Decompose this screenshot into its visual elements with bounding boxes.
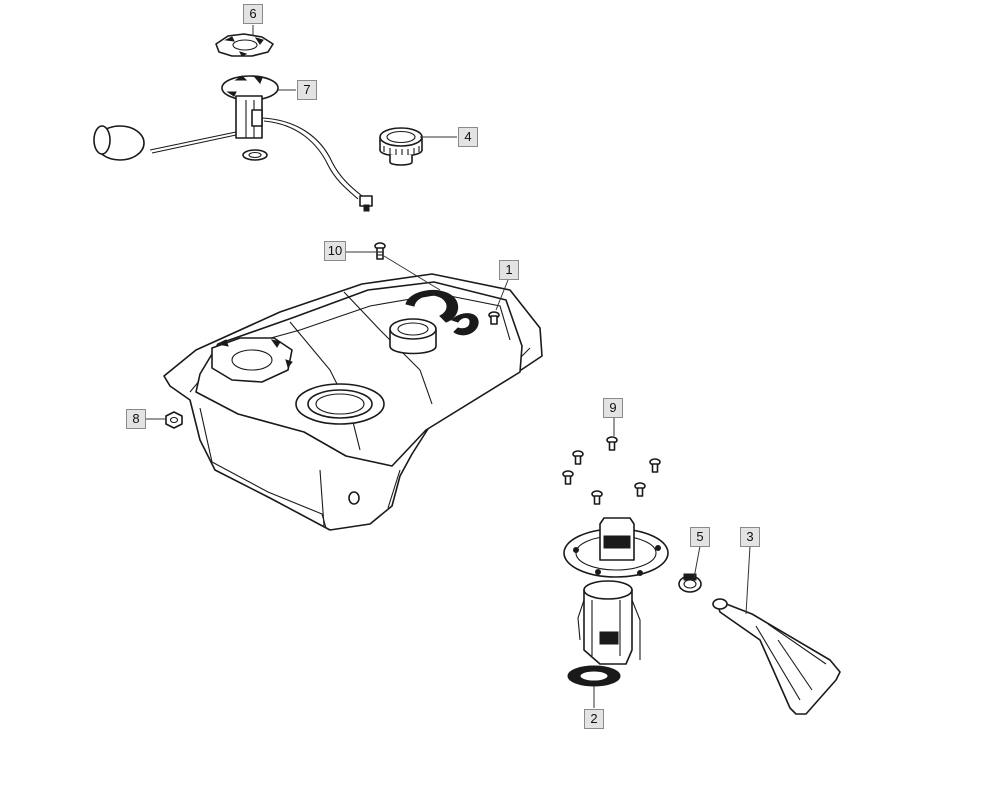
- callout-8[interactable]: 8: [126, 409, 146, 429]
- fuel-pump-gasket-part[interactable]: [567, 665, 621, 687]
- callout-2[interactable]: 2: [584, 709, 604, 729]
- callout-5[interactable]: 5: [690, 527, 710, 547]
- leader-lines: [145, 25, 751, 708]
- nut-part[interactable]: [165, 411, 183, 429]
- callout-4[interactable]: 4: [458, 127, 478, 147]
- callout-7[interactable]: 7: [297, 80, 317, 100]
- pump-screws-part[interactable]: [562, 436, 661, 505]
- fuel-cap-part[interactable]: [379, 127, 423, 166]
- fuel-hose-part[interactable]: [712, 598, 841, 715]
- fuel-level-sender-part[interactable]: [93, 75, 373, 212]
- callout-1[interactable]: 1: [499, 260, 519, 280]
- lock-ring-part[interactable]: [215, 33, 274, 57]
- callout-6[interactable]: 6: [243, 4, 263, 24]
- tank-bolt-part[interactable]: [374, 242, 386, 260]
- fuel-tank-part[interactable]: [163, 273, 543, 531]
- callout-3[interactable]: 3: [740, 527, 760, 547]
- fuel-pump-part[interactable]: [563, 517, 669, 665]
- callout-10[interactable]: 10: [324, 241, 346, 261]
- hose-clamp-part[interactable]: [678, 573, 702, 593]
- callout-9[interactable]: 9: [603, 398, 623, 418]
